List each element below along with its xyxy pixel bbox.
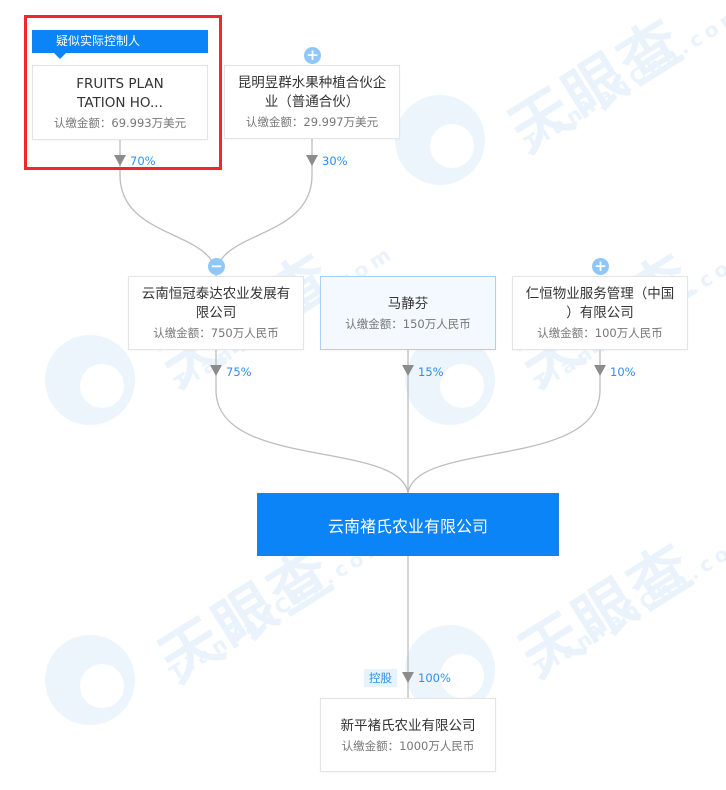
shareholder-name: 马静芬 (387, 295, 429, 312)
subsidiary-card-xinping[interactable]: 新平褚氏农业有限公司 认缴金额：1000万人民币 (320, 698, 496, 772)
shareholder-name-line2: ）有限公司 (566, 305, 634, 321)
shareholder-name-line2: 限公司 (195, 305, 237, 321)
shareholder-name-line1: 仁恒物业服务管理（中国 (525, 286, 675, 302)
shareholder-name-line2: TATION HO... (77, 94, 163, 111)
subscribed-amount: 认缴金额：1000万人民币 (341, 738, 475, 753)
subscribed-amount: 认缴金额：29.997万美元 (245, 115, 379, 129)
highlight-box (24, 15, 222, 170)
holding-tag: 控股 (364, 669, 397, 687)
share-percent: 30% (322, 154, 348, 168)
shareholder-name-line1: 昆明昱群水果种植合伙企 (237, 75, 387, 91)
minus-icon[interactable]: − (208, 258, 225, 275)
share-percent: 15% (418, 365, 444, 379)
share-percent: 70% (130, 154, 156, 168)
shareholder-name-line1: FRUITS PLAN (76, 75, 164, 92)
subscribed-amount: 认缴金额：150万人民币 (345, 316, 471, 331)
shareholder-name-line2: 业（普通合伙） (264, 94, 360, 110)
plus-icon[interactable]: + (304, 47, 321, 64)
share-percent: 10% (610, 365, 636, 379)
subscribed-amount: 认缴金额：750万人民币 (153, 326, 279, 340)
plus-icon[interactable]: + (592, 258, 609, 275)
shareholder-card-kunming-yuqun[interactable]: 昆明昱群水果种植合伙企 业（普通合伙） 认缴金额：29.997万美元 (224, 65, 400, 139)
center-company[interactable]: 云南褚氏农业有限公司 (257, 493, 559, 556)
subscribed-amount: 认缴金额：100万人民币 (537, 326, 663, 340)
suspected-controller-tag: 疑似实际控制人 (32, 30, 208, 59)
shareholder-card-fruits-plantation[interactable]: FRUITS PLAN TATION HO... 认缴金额：69.993万美元 (32, 65, 208, 140)
shareholder-card-henguan-taida[interactable]: 云南恒冠泰达农业发展有 限公司 认缴金额：750万人民币 (128, 276, 304, 350)
shareholder-card-ma-jingfen[interactable]: 马静芬 认缴金额：150万人民币 (320, 276, 496, 350)
share-percent: 75% (226, 365, 252, 379)
subscribed-amount: 认缴金额：69.993万美元 (53, 115, 187, 130)
shareholder-card-renheng-property[interactable]: 仁恒物业服务管理（中国 ）有限公司 认缴金额：100万人民币 (512, 276, 688, 350)
share-percent: 100% (418, 671, 451, 685)
subsidiary-name: 新平褚氏农业有限公司 (340, 717, 476, 734)
shareholder-name-line1: 云南恒冠泰达农业发展有 (141, 286, 291, 302)
